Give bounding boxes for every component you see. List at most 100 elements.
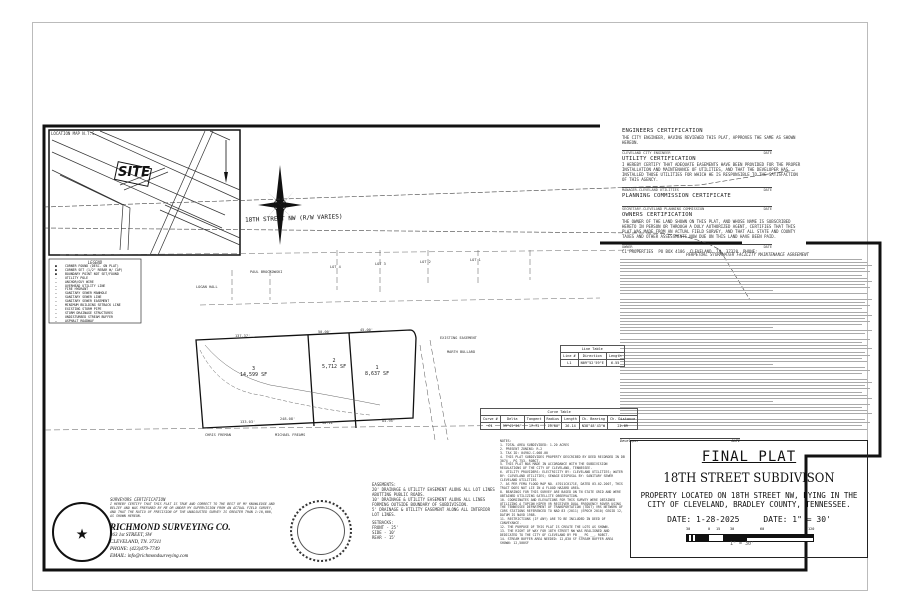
neighbor-parcel-label: MARTH BULLARD bbox=[447, 350, 476, 354]
owner-address-line: PO BOX 4186 bbox=[658, 248, 685, 254]
owner-address-line: CLEVELAND, TN. 37320 bbox=[689, 248, 738, 254]
agreement-text-line bbox=[620, 314, 873, 316]
note-item: 6. UTILITY PROVIDERS: ELECTRICITY BY: CL… bbox=[500, 470, 623, 483]
agreement-text-line bbox=[620, 428, 868, 430]
neighbor-parcel-label: LOGAN HALL bbox=[196, 285, 218, 289]
legend: LEGEND ●CORNER FOUND (DESC. ON PLAT)●COR… bbox=[50, 260, 140, 324]
agreement-text-line bbox=[620, 286, 870, 288]
agreement-text-line bbox=[620, 317, 865, 319]
legend-item: — UTILITY POLE bbox=[50, 275, 140, 281]
curve-table-header: Length bbox=[561, 415, 580, 423]
agreement-text-line bbox=[620, 397, 873, 399]
agreement-text-line bbox=[620, 293, 868, 295]
agreement-text-line bbox=[620, 308, 863, 310]
legend-item-label: ANCHOR/GUY WIRE bbox=[65, 279, 94, 284]
note-item: 12. THE PURPOSE OF THIS PLAT IS CREATE T… bbox=[500, 524, 610, 529]
agreement-text-line bbox=[620, 326, 773, 328]
boundary-dimension: 84.95' bbox=[382, 419, 395, 423]
surveyor-seal bbox=[290, 500, 352, 562]
legend-symbol-icon: — bbox=[55, 303, 57, 308]
agreement-text-line bbox=[620, 410, 868, 412]
agreement-text-line bbox=[620, 419, 865, 421]
agreement-text-line bbox=[620, 394, 868, 396]
location-map-frame bbox=[48, 129, 241, 256]
legend-item: — SANITARY SEWER MANHOLE bbox=[50, 291, 140, 296]
legend-item-label: OVERHEAD UTILITY LINE bbox=[65, 283, 106, 288]
legend-symbol-icon: ● bbox=[55, 264, 57, 268]
agreement-text-line bbox=[620, 274, 863, 276]
agreement-text-line bbox=[620, 280, 873, 282]
agreement-text-line bbox=[620, 348, 873, 350]
legend-symbol-icon: — bbox=[55, 318, 57, 323]
agreement-text-line bbox=[620, 262, 868, 264]
plat-border bbox=[42, 124, 882, 572]
legend-symbol-icon: ● bbox=[55, 271, 57, 276]
legend-item: —FIRE HYDRANT bbox=[50, 288, 140, 292]
legend-symbol-icon: — bbox=[55, 291, 57, 296]
north-arrow-icon bbox=[258, 165, 302, 245]
curve-table-header: Ch. Distance bbox=[606, 415, 639, 423]
legend-item-label: SANITARY SEWER MANHOLE bbox=[65, 291, 108, 296]
legend-item-label: ASPHALT ROADWAY bbox=[65, 318, 94, 323]
note-item: 2. PRESENT ZONING: R-2 bbox=[500, 446, 543, 451]
site-label: SITE bbox=[118, 165, 150, 180]
curve-table-cell: 22.89 bbox=[606, 422, 639, 430]
legend-item-label: CORNER SET (1/2" REBAR W/ CAP) bbox=[65, 267, 123, 272]
legend-item-label: EXISTING STORM PIPE bbox=[65, 306, 102, 311]
note-item: 14. STREAM BUFFER AREA NEEDED: 12,830 SF… bbox=[500, 536, 614, 545]
owner-address-line: PHONE: bbox=[742, 248, 758, 254]
legend-item: — MINIMUM BUILDING SETBACK LINE bbox=[50, 303, 140, 308]
neighbor-parcel-label: LOT 3 bbox=[375, 262, 386, 266]
agreement-text-line bbox=[620, 413, 873, 415]
legend-item-label: UNDISTURBED STREAM BUFFER bbox=[65, 314, 113, 319]
legend-symbol-icon: — bbox=[55, 306, 57, 311]
agreement-text-line bbox=[620, 360, 868, 362]
agreement-text-line bbox=[620, 363, 773, 365]
boundary-dimension: 248.08' bbox=[280, 417, 296, 421]
agreement-text-line bbox=[620, 271, 870, 273]
legend-item: ● BOUNDARY POINT NOT SET/FOUND bbox=[50, 271, 140, 277]
scale-tick-label: 0 bbox=[708, 527, 711, 531]
note-item: 7. AS PER FEMA FLOOD MAP NO. 47011C0171E… bbox=[500, 481, 623, 490]
legend-item-label: SANITARY SEWER LINE bbox=[65, 295, 102, 300]
agreement-text-line bbox=[620, 354, 870, 356]
curve-table-cell: 15.00 bbox=[543, 422, 563, 430]
agreement-text-line bbox=[620, 422, 870, 424]
agreement-text-line bbox=[620, 268, 865, 270]
note-item: 10. COORDINATES AND ELEVATIONS FOR THIS … bbox=[500, 497, 623, 518]
curve-table-header: Tangent bbox=[523, 415, 545, 423]
agreement-text-line bbox=[620, 265, 873, 267]
legend-symbol-icon: — bbox=[55, 295, 57, 300]
agreement-text-line bbox=[620, 320, 870, 322]
plat-heading: FINAL PLAT bbox=[701, 449, 797, 465]
agreement-text-line bbox=[620, 367, 865, 368]
agreement-text-line bbox=[620, 283, 865, 285]
neighbor-parcel-label: MICHAEL FREAMS bbox=[275, 433, 306, 437]
location-map-title: LOCATION MAP N.T.S. bbox=[51, 131, 97, 136]
neighbor-parcel-label: LOT 1 bbox=[470, 258, 481, 262]
agreement-text-line bbox=[620, 379, 868, 381]
agreement-text-line bbox=[620, 388, 870, 390]
plat-scale: DATE: 1" = 30' bbox=[763, 515, 831, 524]
agreement-text-line bbox=[620, 425, 863, 427]
agreement-text-line bbox=[620, 299, 873, 301]
note-item: 13. THE RIGHT OF WAY FOR 18TH STREET NW … bbox=[500, 528, 610, 537]
legend-item-label: BOUNDARY POINT NOT SET/FOUND bbox=[65, 271, 119, 276]
legend-frame bbox=[48, 258, 142, 324]
curve-table-header: Curve # bbox=[480, 415, 501, 423]
legend-item-label: MINIMUM BUILDING SETBACK LINE bbox=[65, 303, 121, 308]
legend-symbol-icon: — bbox=[55, 275, 57, 280]
neighbor-parcel-label: LOT 2 bbox=[420, 260, 431, 264]
agreement-text-line bbox=[620, 370, 870, 372]
curve-table-cell: 99°49'26" bbox=[499, 422, 525, 430]
note-item: 11. RESTRICTIONS (IF ANY) ARE TO BE INCL… bbox=[500, 517, 606, 526]
sheet-frame bbox=[32, 22, 868, 591]
legend-item-label: UTILITY POLE bbox=[65, 275, 89, 280]
